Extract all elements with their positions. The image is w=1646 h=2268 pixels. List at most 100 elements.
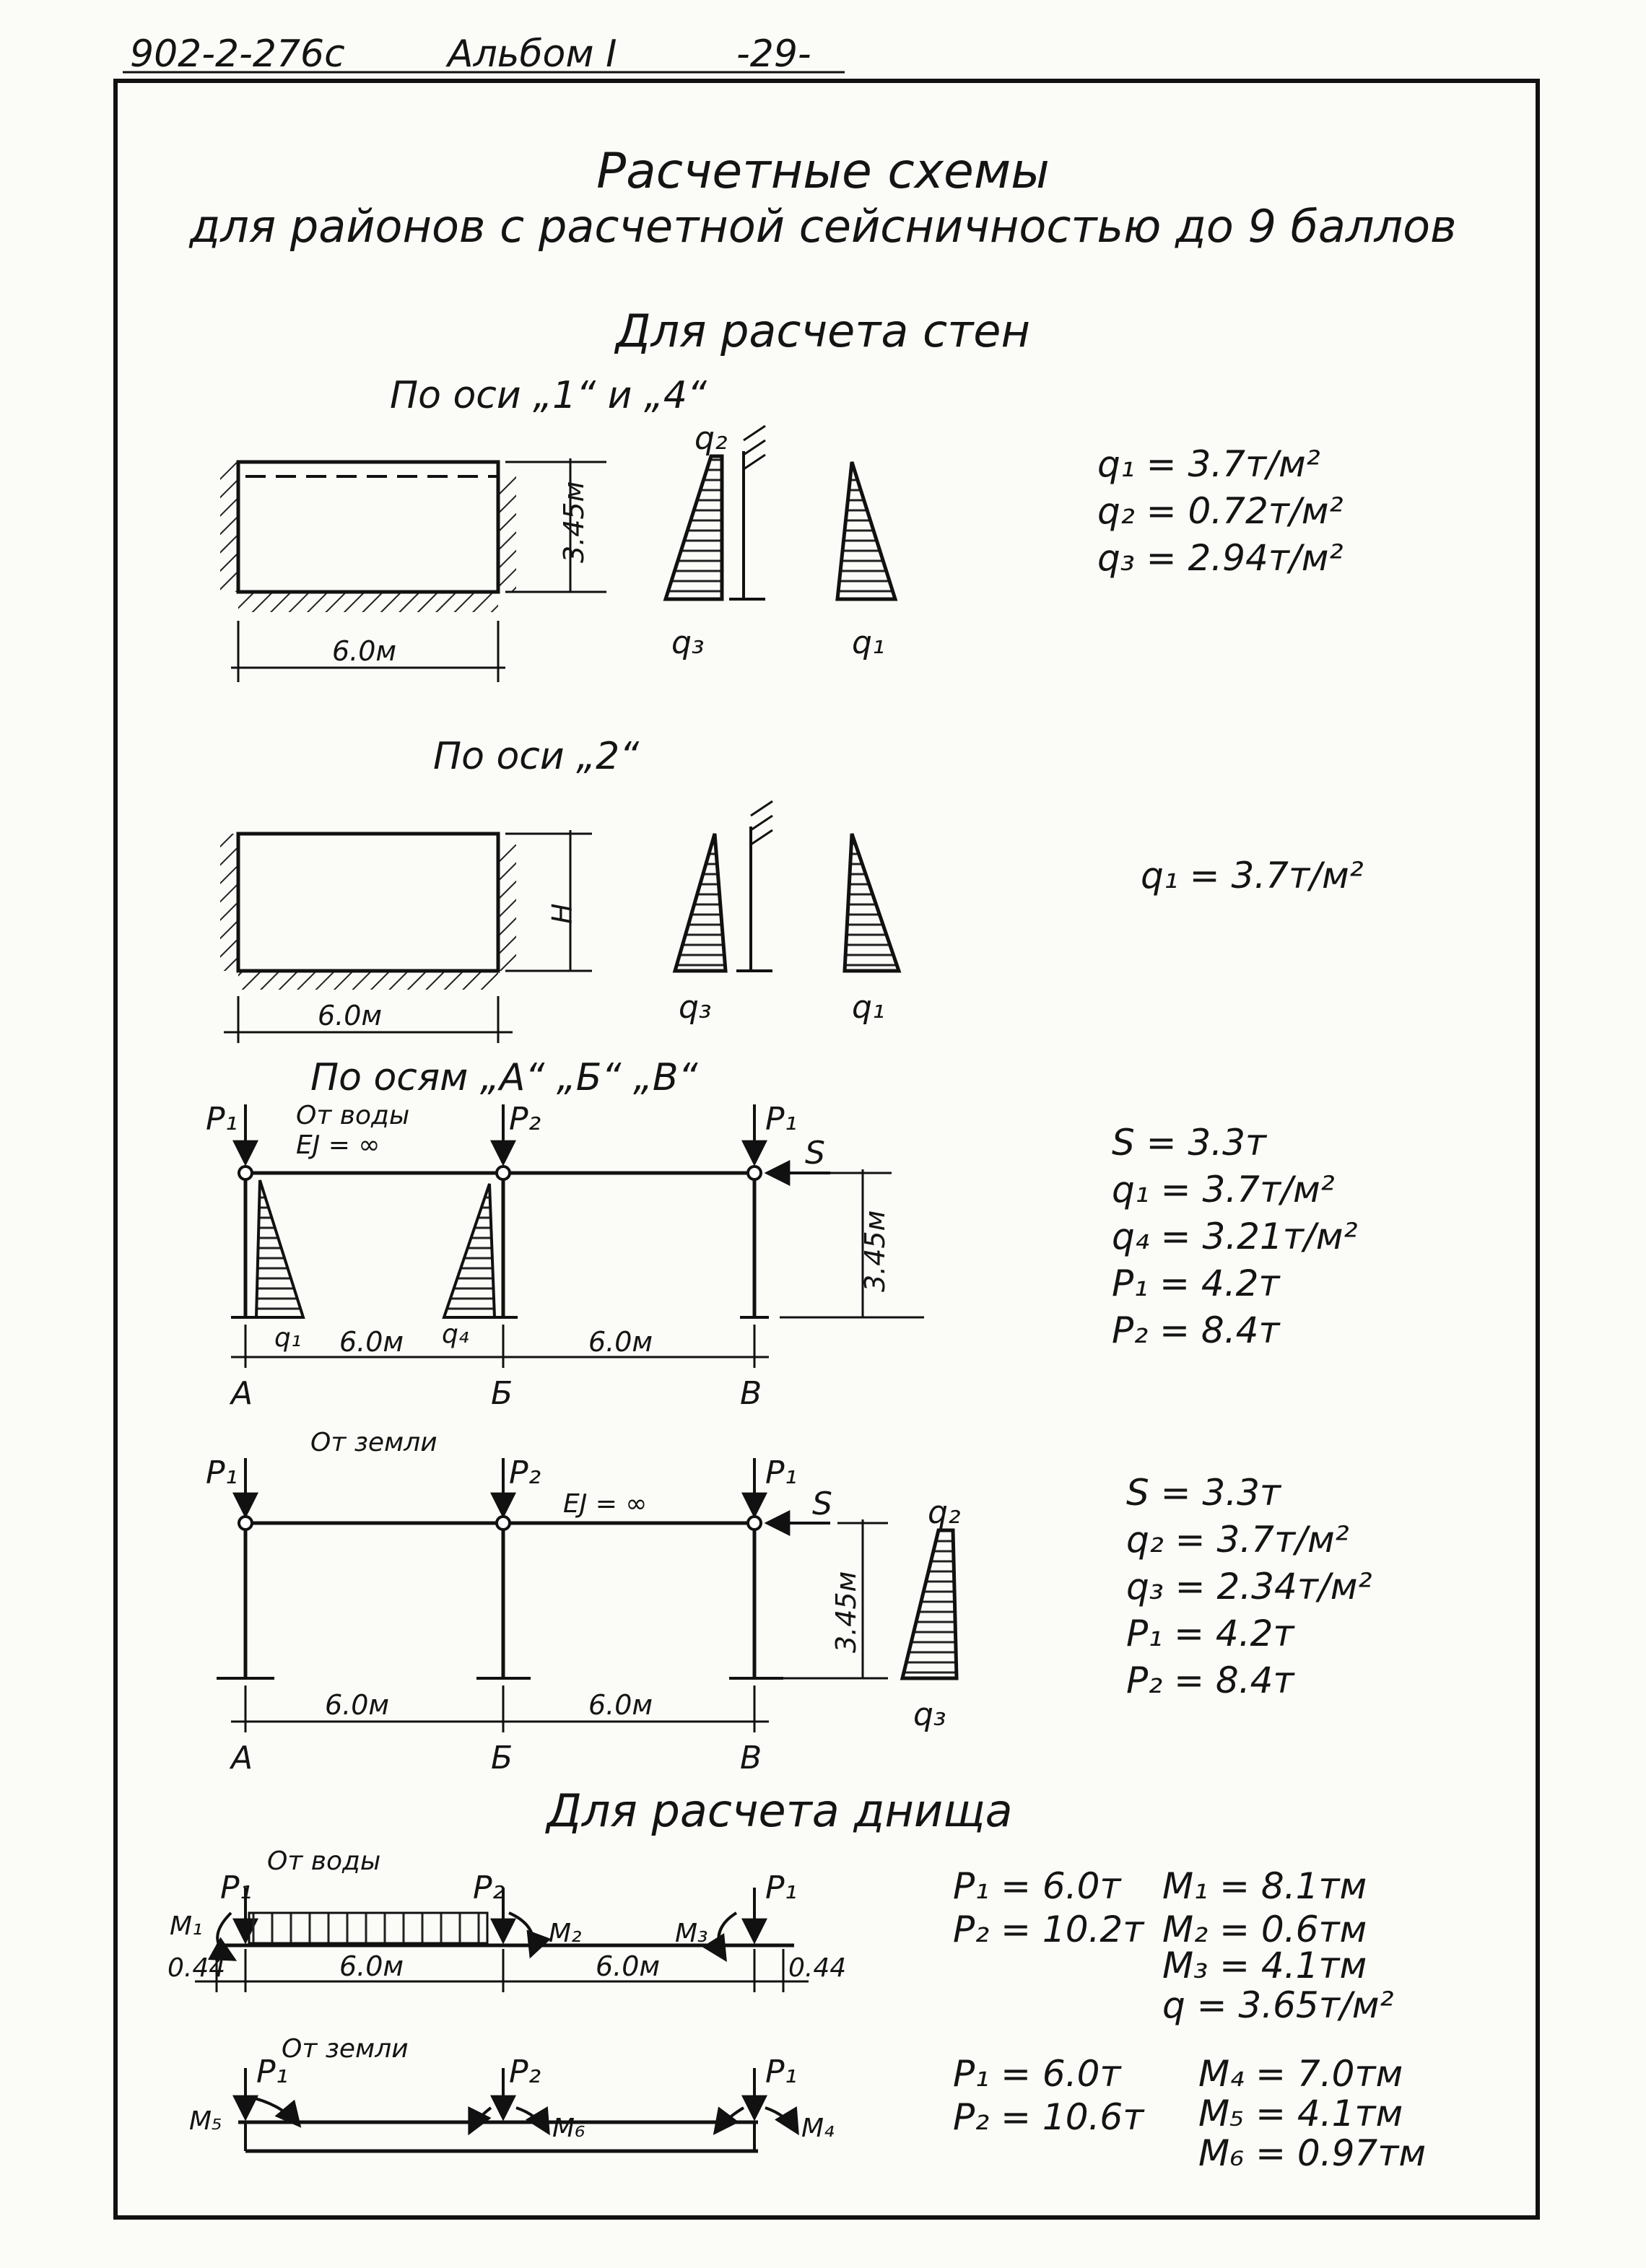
height-dim-value: 3.45м	[859, 1211, 891, 1292]
moment-m6-right-arc	[515, 2106, 550, 2136]
formula-p1: P₁ = 4.2т	[1126, 1613, 1295, 1654]
load-q3-label: q₃	[671, 624, 705, 661]
height-dim-value: 3.45м	[830, 1571, 862, 1653]
hinge-v	[746, 1165, 762, 1181]
formula-p1: P₁ = 6.0т	[953, 2053, 1122, 2095]
formula-s: S = 3.3т	[1112, 1122, 1268, 1164]
load-diagram-left	[672, 833, 728, 973]
formula-m5: M₅ = 4.1тм	[1198, 2093, 1403, 2134]
p1-left-label: P₁	[256, 2054, 288, 2090]
title-block: Расчетные схемы для районов с расчетной …	[188, 143, 1456, 253]
load-q1-label: q₁	[274, 1323, 301, 1353]
p2-label: P₂	[509, 2054, 541, 2090]
height-dim-value: 3.45м	[558, 481, 590, 563]
formula-q2: q₂ = 0.72т/м²	[1097, 490, 1344, 532]
formula-p2: P₂ = 10.2т	[953, 1909, 1145, 1950]
formula-p2: P₂ = 10.6т	[953, 2096, 1145, 2138]
sheet-frame	[113, 79, 1540, 2220]
load-q2-label: q₂	[928, 1494, 961, 1531]
formula-q: q = 3.65т/м²	[1162, 1984, 1393, 2026]
moment-m2-arc	[508, 1911, 552, 1959]
column-top-support	[750, 800, 773, 846]
height-dim-value: H	[547, 903, 578, 924]
p1-right-label: P₁	[765, 1454, 797, 1491]
formula-p2: P₂ = 8.4т	[1112, 1309, 1281, 1351]
span-2-value: 6.0м	[588, 1689, 653, 1721]
scheme-axes-abv-soil: От земли P₁ P₂ P₁ S EJ = ∞ q₂ q₃ 6.0м 6.…	[206, 1428, 1372, 1776]
bottom-heading: Для расчета днища	[544, 1784, 1012, 1837]
moment-m3-arc	[702, 1911, 738, 1963]
load-diagram-trapezoid	[663, 454, 724, 601]
formula-m4: M₄ = 7.0тм	[1198, 2053, 1403, 2095]
axis-v-label: В	[740, 1375, 762, 1412]
p1-left-label: P₁	[206, 1454, 238, 1491]
walls-heading: Для расчета стен	[614, 305, 1030, 357]
m4-label: M₄	[801, 2114, 835, 2143]
load-diagram-right	[842, 833, 902, 973]
axis-a-label: А	[229, 1740, 253, 1776]
page-number: -29-	[736, 32, 811, 76]
load-q1-label: q₁	[852, 989, 885, 1026]
hinge-b	[495, 1515, 511, 1531]
p1-right-label: P₁	[765, 1870, 797, 1906]
load-q4-diagram	[442, 1183, 497, 1319]
hinge-a	[238, 1515, 253, 1531]
formula-q4: q₄ = 3.21т/м²	[1112, 1216, 1358, 1257]
load-q1-label: q₁	[852, 624, 885, 661]
case-soil-label: От земли	[282, 2034, 409, 2064]
title-line-1: Расчетные схемы	[596, 143, 1050, 200]
case-water-label: От воды	[267, 1846, 380, 1876]
span-1-value: 6.0м	[339, 1326, 404, 1358]
hinge-b	[495, 1165, 511, 1181]
overhang-right-value: 0.44	[788, 1953, 846, 1983]
m5-label: M₅	[189, 2106, 222, 2136]
formula-q3: q₃ = 2.34т/м²	[1126, 1566, 1372, 1608]
moment-m6-left-arc	[468, 2106, 492, 2136]
title-line-2: для районов с расчетной сейсничностью до…	[188, 200, 1456, 253]
formula-p1: P₁ = 4.2т	[1112, 1262, 1281, 1304]
formula-p2: P₂ = 8.4т	[1126, 1659, 1295, 1701]
load-q2-label: q₂	[694, 420, 728, 457]
s-label: S	[812, 1486, 832, 1522]
formula-m6: M₆ = 0.97тм	[1198, 2132, 1426, 2174]
p1-left-label: P₁	[206, 1101, 238, 1138]
span-1-value: 6.0м	[339, 1950, 404, 1982]
axis-1-4-label: По оси „1“ и „4“	[390, 374, 707, 417]
load-q1-diagram	[254, 1179, 305, 1319]
axis-2-label: По оси „2“	[433, 735, 640, 778]
p2-label: P₂	[473, 1870, 505, 1906]
bottom-fixed-edge	[238, 592, 498, 612]
s-label: S	[805, 1135, 825, 1172]
span-dim-value: 6.0м	[332, 635, 396, 667]
hinge-a	[238, 1165, 253, 1181]
right-fixed-edge	[498, 845, 516, 971]
left-fixed-edge	[220, 834, 238, 971]
case-water-label: От воды	[296, 1101, 409, 1130]
m1-label: M₁	[170, 1911, 203, 1941]
scheme-bottom-water: От воды P₁ P₂ P₁ M₁ M₂ M₃ 0.44 0.44 6.0м…	[167, 1846, 1393, 2026]
formula-m1: M₁ = 8.1тм	[1162, 1865, 1367, 1907]
axis-b-label: Б	[491, 1740, 513, 1776]
formula-q2: q₂ = 3.7т/м²	[1126, 1519, 1349, 1561]
m6-label: M₆	[552, 2114, 585, 2143]
formula-q1: q₁ = 3.7т/м²	[1112, 1169, 1335, 1211]
formula-q1: q₁ = 3.7т/м²	[1141, 855, 1364, 897]
wall-plate-outline	[236, 460, 500, 594]
load-diagram-triangle	[835, 461, 898, 601]
axes-abv-label: По осям „А“ „Б“ „В“	[310, 1056, 699, 1099]
p2-label: P₂	[509, 1101, 541, 1138]
span-2-value: 6.0м	[596, 1950, 660, 1982]
scheme-axis-1-4: По оси „1“ и „4“ 3.45м 6.0м q₂ q₃ q₁ q₁ …	[220, 374, 1344, 682]
formula-m2: M₂ = 0.6тм	[1162, 1909, 1367, 1950]
sheet-header: 902-2-276с Альбом I -29-	[123, 32, 845, 76]
m2-label: M₂	[549, 1919, 582, 1948]
load-q4-label: q₄	[442, 1320, 469, 1349]
load-q2-q3-diagram	[900, 1528, 959, 1680]
p1-right-label: P₁	[765, 1101, 797, 1138]
album-label: Альбом I	[445, 32, 617, 76]
right-fixed-edge	[498, 476, 516, 592]
bottom-fixed-edge	[238, 971, 498, 990]
scheme-axes-abv-water: По осям „А“ „Б“ „В“ От воды EJ = ∞ P₁ P₂…	[206, 1056, 1358, 1412]
distributed-load-q	[248, 1911, 489, 1945]
